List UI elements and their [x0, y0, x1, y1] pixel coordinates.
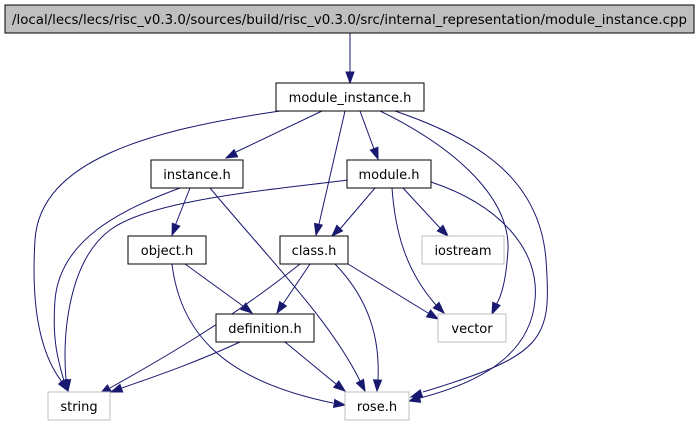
node-rose-h-label: rose.h	[357, 400, 397, 415]
node-root-file-box	[4, 4, 695, 34]
edge-module-instance-h-to-instance-h	[224, 110, 323, 159]
edge-line	[391, 187, 437, 306]
edge-module-instance-h-to-module-h	[359, 110, 379, 161]
edge-line	[318, 110, 346, 225]
edge-definition-h-to-string	[109, 341, 241, 393]
edge-line	[109, 263, 301, 389]
node-class-h-box	[279, 235, 349, 265]
node-iostream-box	[421, 235, 505, 265]
node-root-file-label: /local/lecs/lecs/risc_v0.3.0/sources/bui…	[12, 13, 687, 28]
node-string-box	[47, 391, 111, 421]
node-module-h-label: module.h	[358, 168, 419, 183]
edge-arrowhead	[61, 379, 72, 393]
node-iostream-label: iostream	[434, 244, 491, 259]
edge-class-h-to-rose-h	[334, 263, 383, 393]
node-definition-h-label: definition.h	[228, 322, 302, 337]
node-definition-h[interactable]: definition.h	[215, 313, 315, 343]
node-string[interactable]: string	[47, 391, 111, 421]
node-class-h[interactable]: class.h	[279, 235, 349, 265]
edge-arrowhead	[224, 148, 239, 159]
edge-line	[64, 179, 349, 381]
edge-arrowhead	[425, 309, 440, 320]
node-definition-h-box	[215, 313, 315, 343]
edge-line	[419, 181, 536, 399]
node-rose-h[interactable]: rose.h	[344, 391, 410, 421]
node-module-h[interactable]: module.h	[346, 159, 432, 189]
edge-arrowhead	[332, 380, 347, 392]
edge-module-h-to-rose-h	[407, 181, 536, 403]
node-object-h-box	[127, 235, 207, 265]
edge-line	[402, 187, 441, 229]
node-instance-h-box	[150, 159, 244, 189]
edge-line	[235, 110, 323, 153]
node-class-h-label: class.h	[292, 244, 337, 259]
edge-object-h-to-definition-h	[184, 263, 254, 314]
edge-arrowhead	[491, 301, 501, 316]
edge-arrowhead	[171, 222, 181, 237]
edge-line	[359, 110, 375, 150]
edge-arrowhead	[432, 301, 446, 315]
node-module-instance-h-label: module_instance.h	[289, 91, 412, 106]
edge-object-h-to-rose-h	[171, 263, 347, 409]
edge-module-instance-h-to-vector	[379, 110, 509, 316]
edge-line	[174, 187, 191, 227]
node-object-h[interactable]: object.h	[127, 235, 207, 265]
edge-module-h-to-vector	[391, 187, 446, 315]
node-rose-h-box	[344, 391, 410, 421]
edge-arrowhead	[407, 393, 422, 403]
edge-arrowhead	[355, 378, 366, 393]
node-instance-h[interactable]: instance.h	[150, 159, 244, 189]
edge-root-to-module-instance-h	[345, 33, 355, 85]
edge-definition-h-to-rose-h	[284, 341, 347, 392]
edge-line	[53, 187, 181, 382]
nodes-layer: /local/lecs/lecs/risc_v0.3.0/sources/bui…	[4, 4, 695, 421]
node-module-instance-h[interactable]: module_instance.h	[275, 82, 425, 112]
edge-instance-h-to-rose-h	[209, 187, 366, 393]
edge-line	[334, 263, 379, 381]
edge-line	[33, 110, 281, 383]
node-root-file[interactable]: /local/lecs/lecs/risc_v0.3.0/sources/bui…	[4, 4, 695, 34]
edge-class-h-to-vector	[347, 263, 440, 320]
edge-arrowhead	[332, 398, 347, 409]
node-module-instance-h-box	[275, 82, 425, 112]
node-iostream[interactable]: iostream	[421, 235, 505, 265]
edge-line	[339, 187, 376, 230]
edge-line	[209, 187, 361, 382]
edge-line	[347, 263, 429, 314]
node-string-label: string	[60, 400, 97, 415]
node-vector-label: vector	[451, 322, 493, 337]
edge-line	[121, 341, 241, 389]
node-instance-h-label: instance.h	[163, 168, 230, 183]
edge-arrowhead	[436, 224, 450, 238]
edge-line	[394, 110, 548, 393]
edge-line	[171, 263, 334, 404]
edge-arrowhead	[313, 222, 324, 237]
edge-instance-h-to-object-h	[171, 187, 191, 237]
edge-arrowhead	[369, 146, 379, 161]
edge-arrowhead	[372, 379, 383, 393]
edge-class-h-to-definition-h	[276, 263, 311, 315]
edge-arrowhead	[330, 224, 344, 238]
edge-arrowhead	[109, 383, 124, 393]
node-vector[interactable]: vector	[437, 313, 507, 343]
edge-line	[184, 263, 244, 307]
edge-module-h-to-iostream	[402, 187, 450, 238]
edge-line	[379, 110, 509, 306]
edge-line	[282, 263, 311, 305]
edge-module-instance-h-to-class-h	[313, 110, 346, 237]
edge-module-h-to-class-h	[330, 187, 376, 238]
edges-layer	[33, 33, 548, 409]
node-object-h-label: object.h	[141, 244, 193, 259]
node-vector-box	[437, 313, 507, 343]
edge-line	[284, 341, 337, 385]
edge-module-h-to-string	[61, 179, 349, 393]
node-module-h-box	[346, 159, 432, 189]
edge-arrowhead	[276, 300, 288, 315]
edge-arrowhead	[345, 71, 355, 85]
